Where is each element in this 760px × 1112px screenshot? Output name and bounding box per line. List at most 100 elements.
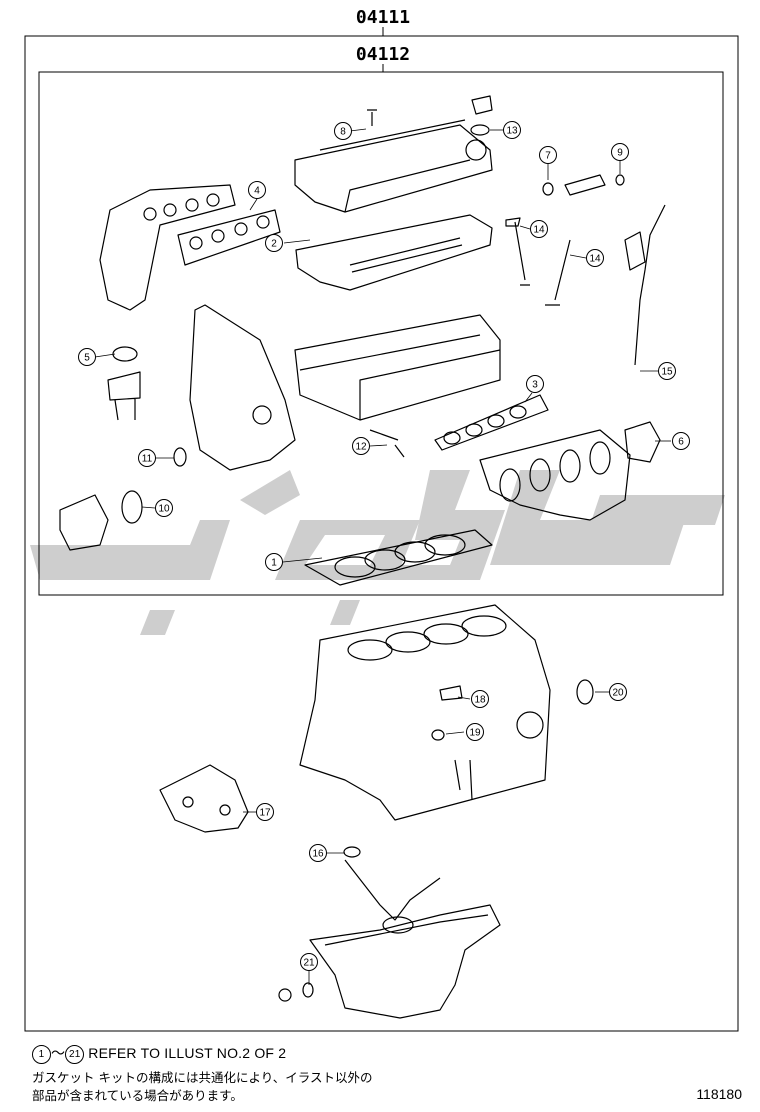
callout-number: 11 bbox=[142, 454, 153, 465]
callout-14: 14 bbox=[530, 220, 548, 238]
cylinder-head-cover bbox=[294, 95, 493, 213]
callout-circle bbox=[78, 348, 96, 366]
injector-o-ring bbox=[615, 174, 625, 186]
exhaust-manifold bbox=[99, 184, 236, 311]
oil-pan bbox=[278, 904, 501, 1019]
timing-chain-cover bbox=[189, 304, 296, 471]
callout-14: 14 bbox=[586, 249, 604, 267]
throttle-body-gasket bbox=[624, 421, 661, 463]
callout-number: 8 bbox=[340, 127, 346, 138]
callout-11: 11 bbox=[138, 449, 156, 467]
callout-3: 3 bbox=[526, 375, 544, 393]
callout-number: 3 bbox=[532, 380, 538, 391]
outer-frame bbox=[24, 35, 739, 1032]
callout-circle bbox=[611, 143, 629, 161]
callout-circle bbox=[530, 220, 548, 238]
jp-note-line1: ガスケット キットの構成には共通化により、イラスト以外の bbox=[32, 1070, 373, 1085]
callout-circle bbox=[334, 122, 352, 140]
injector-seal bbox=[542, 182, 554, 196]
callout-circle bbox=[586, 249, 604, 267]
callout-number: 19 bbox=[469, 728, 481, 739]
callout-20: 20 bbox=[609, 683, 627, 701]
camshaft-plug bbox=[369, 429, 405, 458]
callout-circle bbox=[155, 499, 173, 517]
cylinder-head-gasket bbox=[304, 529, 493, 586]
callout-number: 20 bbox=[612, 688, 624, 699]
callout-6: 6 bbox=[672, 432, 690, 450]
callout-number: 5 bbox=[84, 353, 90, 364]
callout-1: 1 bbox=[265, 553, 283, 571]
intake-manifold-gasket bbox=[434, 394, 549, 451]
callout-number: 17 bbox=[259, 808, 271, 819]
fuel-injector bbox=[564, 174, 606, 196]
callout-circle bbox=[503, 121, 521, 139]
callout-10: 10 bbox=[155, 499, 173, 517]
oil-filter bbox=[59, 494, 109, 551]
callout-19: 19 bbox=[466, 723, 484, 741]
callout-number: 21 bbox=[303, 958, 315, 969]
inner-frame bbox=[38, 71, 724, 596]
callout-12: 12 bbox=[352, 437, 370, 455]
callout-circle bbox=[466, 723, 484, 741]
callout-16: 16 bbox=[309, 844, 327, 862]
exhaust-manifold-gasket bbox=[177, 209, 281, 266]
callout-number: 13 bbox=[506, 126, 518, 137]
illustration-id: 118180 bbox=[696, 1086, 742, 1102]
head-cover-gasket bbox=[295, 214, 493, 291]
callout-circle bbox=[265, 234, 283, 252]
ref-from-circle: 1 bbox=[32, 1044, 51, 1064]
callout-9: 9 bbox=[611, 143, 629, 161]
callout-17: 17 bbox=[256, 803, 274, 821]
ref-text: REFER TO ILLUST NO.2 OF 2 bbox=[88, 1045, 287, 1061]
callout-circle bbox=[539, 146, 557, 164]
oil-filler-cap-gasket bbox=[470, 124, 490, 136]
callout-circle bbox=[256, 803, 274, 821]
ref-to-circle: 21 bbox=[65, 1044, 85, 1064]
callout-circle bbox=[658, 362, 676, 380]
callout-8: 8 bbox=[334, 122, 352, 140]
callout-circle bbox=[672, 432, 690, 450]
callout-circle bbox=[526, 375, 544, 393]
callout-circle bbox=[138, 449, 156, 467]
parts-drawings bbox=[59, 95, 666, 1019]
seal-bracket bbox=[107, 371, 141, 421]
callout-number: 16 bbox=[312, 849, 324, 860]
callout-circle bbox=[265, 553, 283, 571]
kit-code-inner: 04112 bbox=[356, 44, 410, 65]
cylinder-head bbox=[294, 314, 501, 421]
callout-2: 2 bbox=[265, 234, 283, 252]
oil-filter-o-ring bbox=[121, 490, 143, 524]
callout-number: 9 bbox=[617, 148, 623, 159]
callout-circle bbox=[471, 690, 489, 708]
callout-5: 5 bbox=[78, 348, 96, 366]
callout-number: 10 bbox=[158, 504, 170, 515]
oil-level-gauge bbox=[624, 204, 666, 366]
callout-circle bbox=[609, 683, 627, 701]
cylinder-block bbox=[299, 604, 551, 821]
callout-7: 7 bbox=[539, 146, 557, 164]
camshaft-seal bbox=[112, 346, 138, 362]
intake-manifold bbox=[479, 429, 631, 521]
rear-crank-seal bbox=[576, 679, 594, 705]
callout-circle bbox=[300, 953, 318, 971]
watermark bbox=[30, 470, 725, 635]
callout-21: 21 bbox=[300, 953, 318, 971]
callout-circle bbox=[248, 181, 266, 199]
callout-circle bbox=[309, 844, 327, 862]
ref-tilde: ～ bbox=[51, 1045, 66, 1061]
valves bbox=[505, 217, 571, 306]
callout-number: 14 bbox=[589, 254, 601, 265]
jp-note-line2: 部品が含まれている場合があります。 bbox=[32, 1088, 243, 1103]
callout-circle bbox=[352, 437, 370, 455]
callout-15: 15 bbox=[658, 362, 676, 380]
callout-4: 4 bbox=[248, 181, 266, 199]
callout-number: 4 bbox=[254, 186, 260, 197]
callout-number: 14 bbox=[533, 225, 545, 236]
callout-number: 1 bbox=[271, 558, 277, 569]
callout-number: 15 bbox=[661, 367, 673, 378]
callout-number: 2 bbox=[271, 239, 277, 250]
refer-note: 1～21 REFER TO ILLUST NO.2 OF 2 bbox=[32, 1044, 286, 1064]
callout-18: 18 bbox=[471, 690, 489, 708]
